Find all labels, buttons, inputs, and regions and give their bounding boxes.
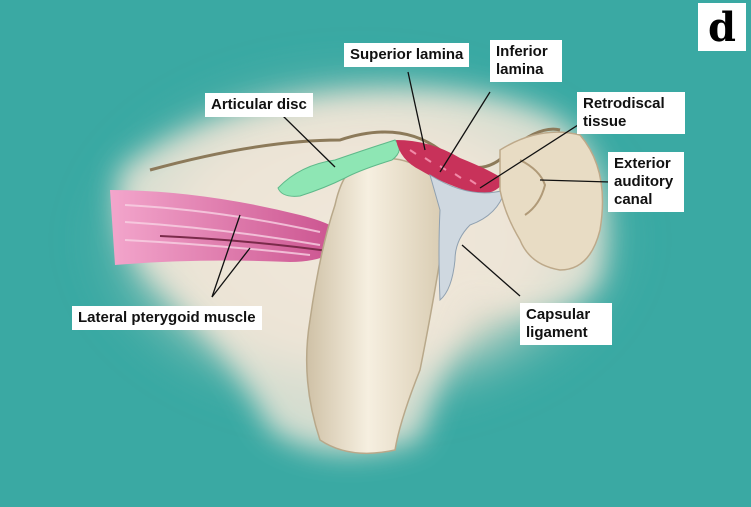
leader-pterygoid-1 xyxy=(211,214,241,298)
articular-disc-text: Articular disc xyxy=(211,96,307,113)
auditory-canal-opening xyxy=(519,159,547,216)
articular-disc-shape xyxy=(277,139,400,197)
label-capsular-ligament: Capsular ligament xyxy=(520,303,612,345)
leader-pterygoid-2 xyxy=(211,247,251,298)
label-exterior-auditory-canal: Exterior auditory canal xyxy=(608,152,684,212)
lateral-pterygoid-text: Lateral pterygoid muscle xyxy=(78,309,256,326)
leader-auditory-canal xyxy=(539,179,611,183)
inferior-lamina-line1: Inferior xyxy=(496,43,548,60)
capsular-line1: Capsular xyxy=(526,306,591,323)
inferior-lamina-line2: lamina xyxy=(496,61,544,78)
leader-articular-disc xyxy=(282,115,336,168)
retrodiscal-tissue-shape xyxy=(396,140,505,194)
retrodiscal-line1: Retrodiscal xyxy=(583,95,665,112)
temporal-bone xyxy=(499,131,604,271)
capsular-line2: ligament xyxy=(526,324,588,341)
label-articular-disc: Articular disc xyxy=(205,93,313,117)
leader-capsular xyxy=(461,244,521,297)
muscle-tendon xyxy=(159,235,336,253)
label-superior-lamina: Superior lamina xyxy=(344,43,470,67)
leader-lines xyxy=(211,71,611,298)
auditory-line3: canal xyxy=(614,191,653,208)
superior-lamina-text: Superior lamina xyxy=(350,46,464,63)
muscle-fibers xyxy=(124,204,321,256)
auditory-line1: Exterior xyxy=(614,155,671,172)
capsular-ligament-shape xyxy=(429,173,506,302)
panel-letter: d xyxy=(708,3,736,51)
leader-retrodiscal xyxy=(479,124,579,189)
leader-inferior-lamina xyxy=(439,91,491,173)
label-lateral-pterygoid-muscle: Lateral pterygoid muscle xyxy=(72,306,262,330)
auditory-line2: auditory xyxy=(614,173,674,190)
panel-letter-badge: d xyxy=(698,3,746,51)
leader-superior-lamina xyxy=(407,71,426,151)
label-inferior-lamina: Inferior lamina xyxy=(490,40,562,82)
retrodiscal-line2: tissue xyxy=(583,113,627,130)
label-retrodiscal-tissue: Retrodiscal tissue xyxy=(577,92,685,134)
